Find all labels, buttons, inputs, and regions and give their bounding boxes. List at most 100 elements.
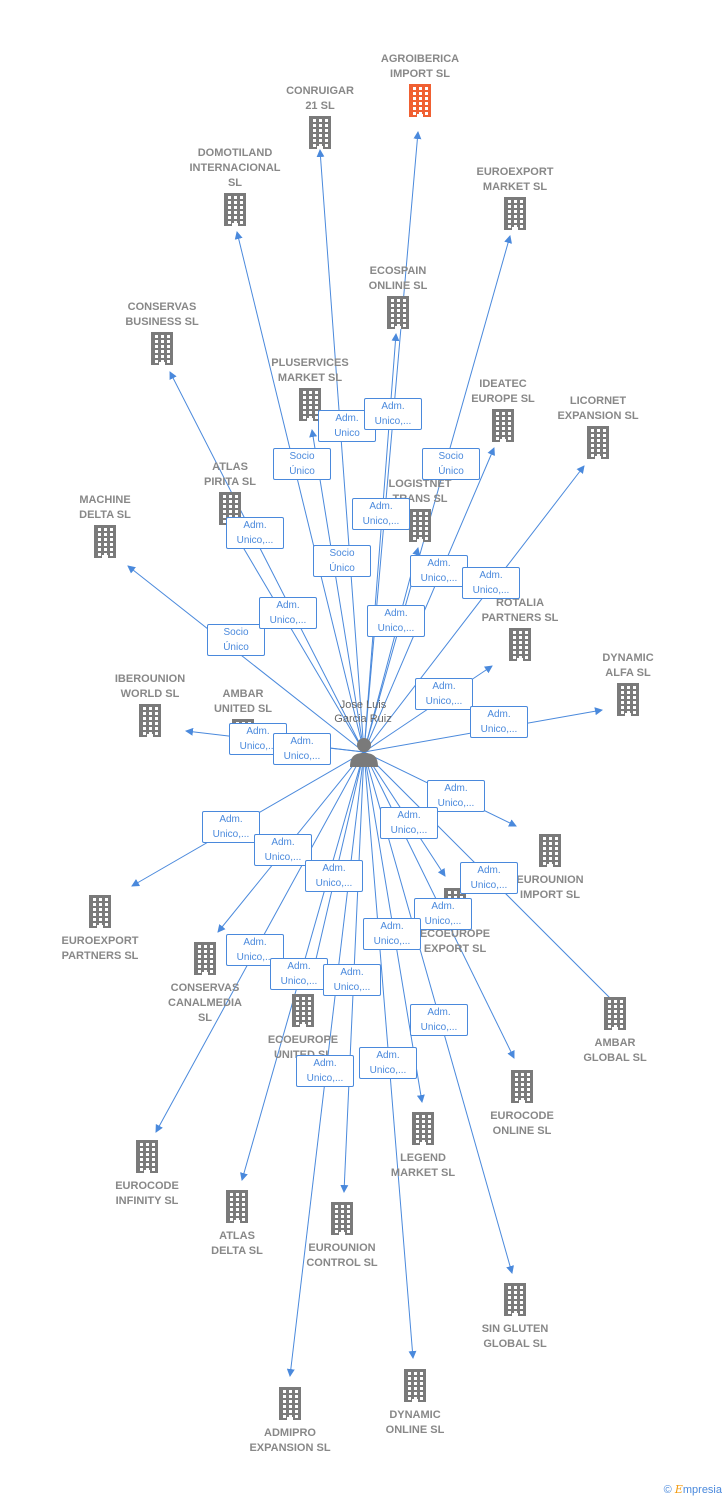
company-name: EUROUNION IMPORT SL: [516, 874, 584, 901]
relation-label[interactable]: Socio Único: [273, 448, 331, 480]
company-name: IDEATEC EUROPE SL: [471, 378, 535, 405]
company-node-rotalia[interactable]: ROTALIA PARTNERS SL: [455, 596, 585, 667]
relation-label[interactable]: Adm. Unico,...: [462, 567, 520, 599]
company-name: PLUSERVICES MARKET SL: [271, 357, 349, 384]
edge-line: [363, 447, 495, 753]
company-node-agroiberica[interactable]: AGROIBERICA IMPORT SL: [355, 52, 485, 123]
relation-label[interactable]: Socio Único: [422, 448, 480, 480]
relation-label[interactable]: Adm. Unico,...: [414, 898, 472, 930]
relation-label[interactable]: Adm. Unico,...: [427, 780, 485, 812]
company-name: ADMIPRO EXPANSION SL: [249, 1427, 331, 1454]
relation-label[interactable]: Adm. Unico,...: [470, 706, 528, 738]
relation-label[interactable]: Adm. Unico,...: [273, 733, 331, 765]
company-node-sin-gluten[interactable]: SIN GLUTEN GLOBAL SL: [450, 1281, 580, 1352]
building-icon: [438, 407, 568, 448]
edge-line: [363, 547, 421, 753]
company-node-legend[interactable]: LEGEND MARKET SL: [358, 1110, 488, 1181]
building-icon: [165, 490, 295, 531]
company-node-licornet[interactable]: LICORNET EXPANSION SL: [533, 394, 663, 465]
building-icon: [277, 1200, 407, 1241]
company-name: LICORNET EXPANSION SL: [557, 395, 639, 422]
edge-line: [309, 429, 365, 753]
relation-label[interactable]: Adm. Unico,...: [410, 555, 468, 587]
company-node-eurounion-control[interactable]: EUROUNION CONTROL SL: [277, 1200, 407, 1271]
building-icon: [533, 424, 663, 465]
building-icon: [450, 195, 580, 236]
relation-label[interactable]: Adm. Unico,...: [226, 517, 284, 549]
company-name: AGROIBERICA IMPORT SL: [380, 53, 460, 80]
company-name: DYNAMIC ALFA SL: [602, 652, 654, 679]
company-node-euroexport-partners[interactable]: EUROEXPORT PARTNERS SL: [35, 893, 165, 964]
company-name: ATLAS PIRITA SL: [204, 461, 256, 488]
company-name: EUROCODE INFINITY SL: [115, 1180, 179, 1207]
company-node-iberounion[interactable]: IBEROUNION WORLD SL: [85, 672, 215, 743]
company-node-ambar-global[interactable]: AMBAR GLOBAL SL: [550, 995, 680, 1066]
relation-label[interactable]: Adm. Unico,...: [202, 811, 260, 843]
company-node-conservas-canalmedia[interactable]: CONSERVAS CANALMEDIA SL: [140, 940, 270, 1026]
building-icon: [355, 507, 485, 548]
building-icon: [170, 191, 300, 232]
company-node-admipro[interactable]: ADMIPRO EXPANSION SL: [225, 1385, 355, 1456]
relation-label[interactable]: Socio Único: [313, 545, 371, 577]
company-node-euroexport-market[interactable]: EUROEXPORT MARKET SL: [450, 165, 580, 236]
relation-label[interactable]: Adm. Unico,...: [352, 498, 410, 530]
company-name: AMBAR UNITED SL: [213, 688, 273, 715]
company-node-machine-delta[interactable]: MACHINE DELTA SL: [40, 493, 170, 564]
relation-label[interactable]: Adm. Unico,...: [364, 398, 422, 430]
relation-label[interactable]: Adm. Unico,...: [380, 807, 438, 839]
company-node-dynamic-alfa[interactable]: DYNAMIC ALFA SL: [563, 651, 693, 722]
building-icon: [82, 1138, 212, 1179]
edge-line: [234, 231, 365, 753]
relation-label[interactable]: Adm. Unico,...: [254, 834, 312, 866]
relation-label[interactable]: Adm. Unico,...: [359, 1047, 417, 1079]
relation-label[interactable]: Adm. Unico,...: [305, 860, 363, 892]
company-name: ROTALIA PARTNERS SL: [481, 597, 559, 624]
company-node-eurounion-import[interactable]: EUROUNION IMPORT SL: [485, 832, 615, 903]
company-node-dynamic-online[interactable]: DYNAMIC ONLINE SL: [350, 1367, 480, 1438]
building-icon: [450, 1281, 580, 1322]
company-node-ecospain[interactable]: ECOSPAIN ONLINE SL: [333, 264, 463, 335]
company-name: ECOSPAIN ONLINE SL: [368, 265, 428, 292]
relation-label[interactable]: Adm. Unico,...: [363, 918, 421, 950]
edge-line: [233, 531, 365, 753]
company-node-atlas-pirita[interactable]: ATLAS PIRITA SL: [165, 460, 295, 531]
edge-line: [363, 235, 512, 753]
company-node-conservas-business[interactable]: CONSERVAS BUSINESS SL: [97, 300, 227, 371]
building-icon: [455, 626, 585, 667]
company-node-eurocode-infinity[interactable]: EUROCODE INFINITY SL: [82, 1138, 212, 1209]
building-icon: [457, 1068, 587, 1109]
building-icon: [97, 330, 227, 371]
relation-label[interactable]: Adm. Unico,...: [415, 678, 473, 710]
company-name: CONSERVAS BUSINESS SL: [125, 301, 199, 328]
edge-line: [316, 149, 365, 753]
relation-label[interactable]: Adm. Unico,...: [259, 597, 317, 629]
building-icon: [245, 386, 375, 427]
company-node-atlas-delta[interactable]: ATLAS DELTA SL: [172, 1188, 302, 1259]
relation-label[interactable]: Adm. Unico,...: [296, 1055, 354, 1087]
company-node-eurocode-online[interactable]: EUROCODE ONLINE SL: [457, 1068, 587, 1139]
company-name: EUROEXPORT PARTNERS SL: [61, 935, 139, 962]
company-node-pluservices[interactable]: PLUSERVICES MARKET SL: [245, 356, 375, 427]
footer-brand: © Empresia: [664, 1483, 722, 1496]
company-node-ecoeurope-united[interactable]: ECOEUROPE UNITED SL: [238, 992, 368, 1063]
company-node-domotiland[interactable]: DOMOTILAND INTERNACIONAL SL: [170, 146, 300, 232]
relation-label[interactable]: Adm. Unico,...: [367, 605, 425, 637]
relation-label[interactable]: Adm. Unico,...: [410, 1004, 468, 1036]
building-icon: [485, 832, 615, 873]
company-name: DOMOTILAND INTERNACIONAL SL: [189, 147, 281, 189]
building-icon: [350, 1367, 480, 1408]
building-icon: [238, 992, 368, 1033]
company-node-conruigar[interactable]: CONRUIGAR 21 SL: [255, 84, 385, 155]
relation-label[interactable]: Adm. Unico,...: [323, 964, 381, 996]
brand-name: mpresia: [682, 1484, 722, 1496]
company-name: ECOEUROPE EXPORT SL: [419, 928, 491, 955]
company-node-ideatec[interactable]: IDEATEC EUROPE SL: [438, 377, 568, 448]
edge-line: [363, 131, 422, 753]
building-icon: [85, 702, 215, 743]
edge-line: [169, 371, 365, 753]
person-icon[interactable]: [349, 736, 379, 768]
relation-label[interactable]: Adm. Unico,...: [460, 862, 518, 894]
relation-label[interactable]: Socio Único: [207, 624, 265, 656]
company-name: AMBAR GLOBAL SL: [583, 1037, 647, 1064]
relation-label[interactable]: Adm. Unico,...: [270, 958, 328, 990]
